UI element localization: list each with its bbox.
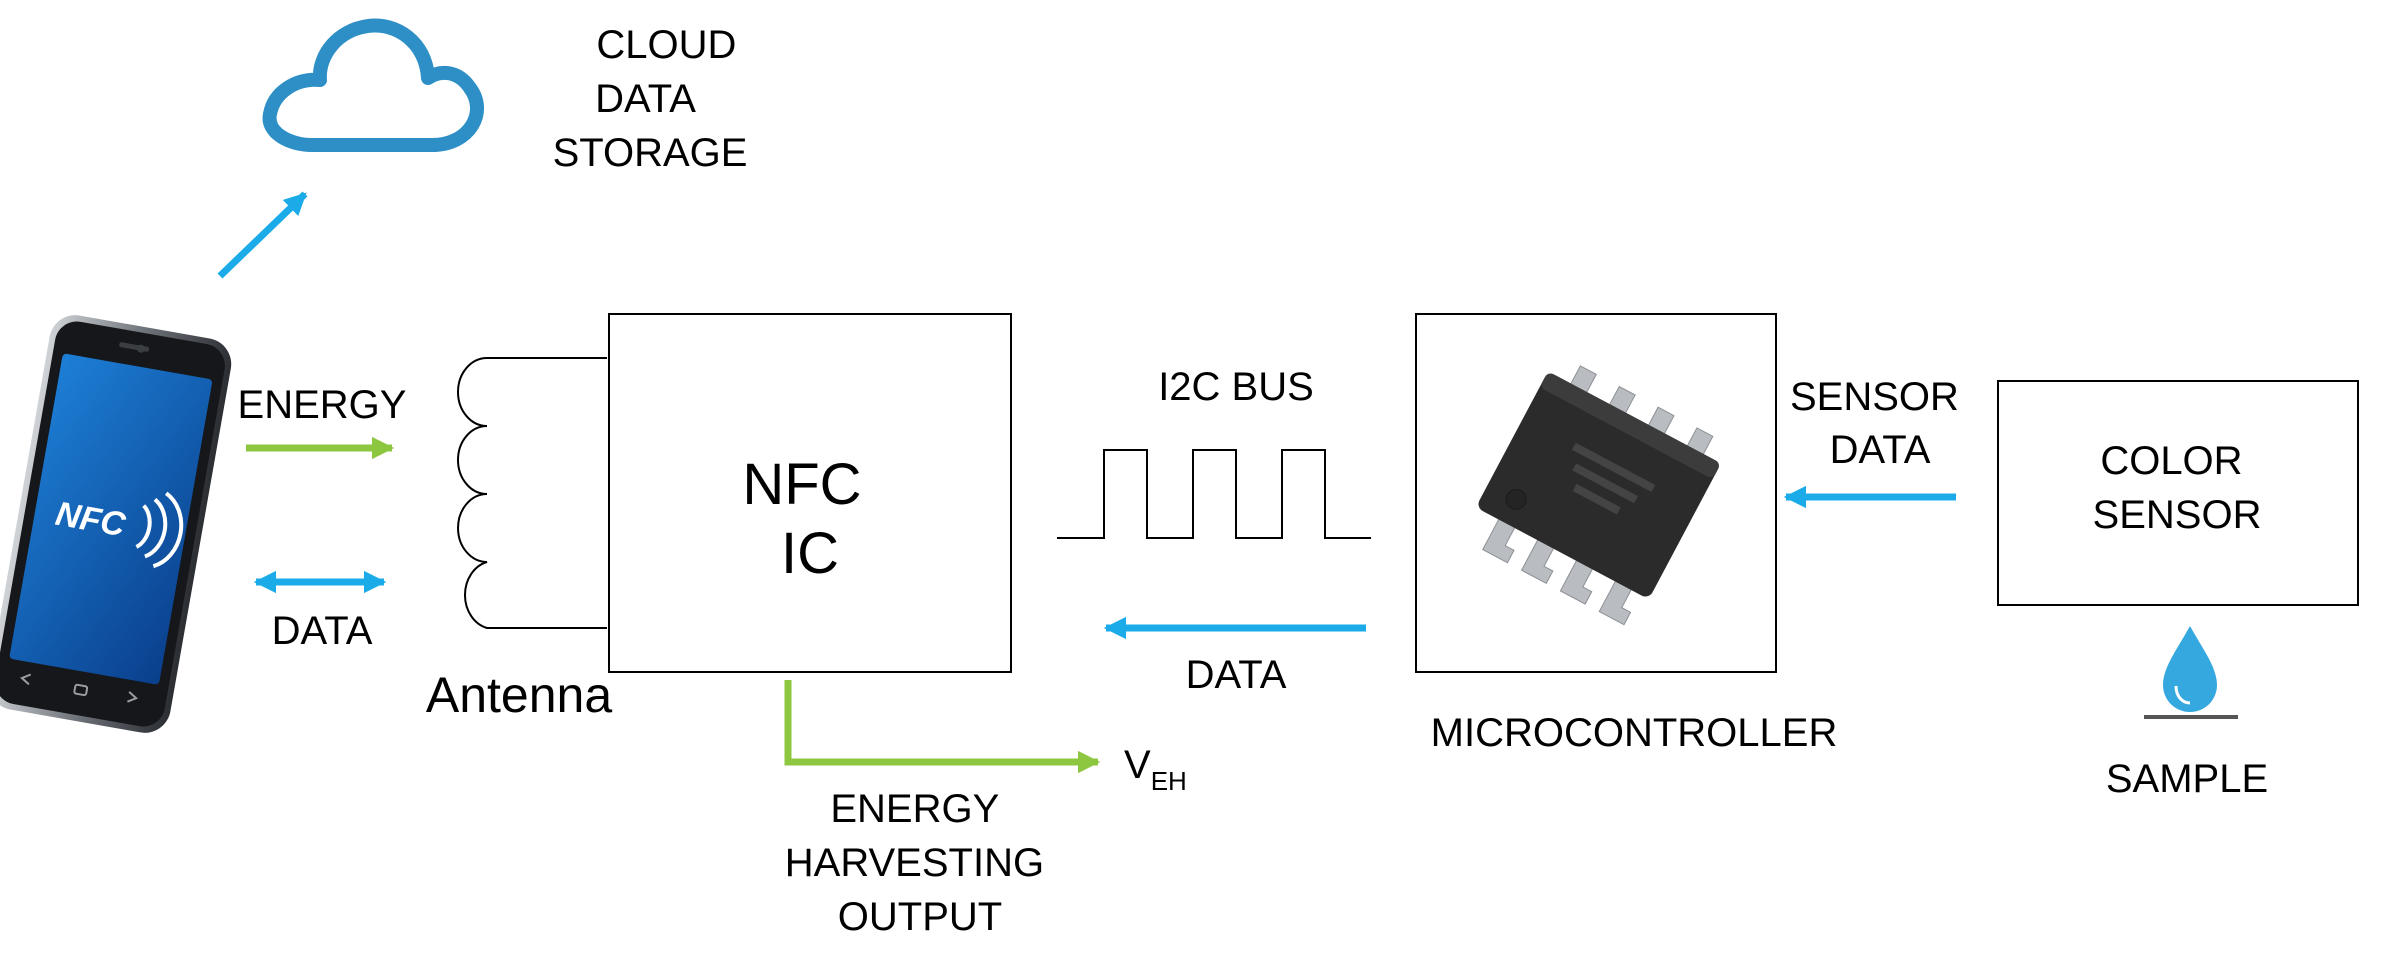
droplet-icon — [2144, 626, 2238, 719]
microcontroller-label: MICROCONTROLLER — [1431, 711, 1838, 755]
sensor-data-label: SENSOR DATA — [1790, 375, 1970, 472]
veh-label: VEH — [1124, 743, 1187, 796]
sample-label: SAMPLE — [2106, 757, 2268, 801]
phone-to-cloud-arrow — [217, 191, 308, 279]
energy-harvesting-arrow — [784, 680, 1101, 774]
antenna-label: Antenna — [426, 667, 612, 723]
color-sensor-label: COLOR SENSOR — [2093, 439, 2262, 537]
nfc-ic-box — [608, 313, 1012, 673]
smartphone-icon: NFC — [0, 315, 232, 733]
cloud-label: CLOUD DATA STORAGE — [553, 23, 748, 175]
chip-icon — [1478, 365, 1719, 626]
cloud-icon — [262, 18, 484, 152]
energy-label: ENERGY — [238, 383, 407, 427]
i2c-bus-signal — [1057, 449, 1371, 539]
nfc-ic-label: NFC IC — [742, 452, 877, 586]
bus-data-label: DATA — [1186, 653, 1287, 697]
color-sensor-box — [1997, 380, 2359, 606]
energy-harvesting-label: ENERGY HARVESTING OUTPUT — [785, 787, 1055, 939]
i2c-bus-label: I2C BUS — [1158, 365, 1314, 409]
phone-data-label: DATA — [272, 609, 373, 653]
antenna-coil — [457, 357, 607, 629]
